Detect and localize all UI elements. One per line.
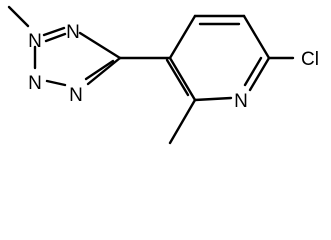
atom-label-n4: N bbox=[69, 85, 83, 106]
chemical-structure: N N N N N Cl bbox=[7, 5, 319, 145]
bond-c5-c6 bbox=[242, 14, 271, 60]
atom-label-n1: N bbox=[66, 22, 80, 43]
atom-label-n2: N bbox=[28, 31, 42, 52]
bond-n-methyl bbox=[7, 5, 30, 28]
bond-n1-c5 bbox=[78, 31, 122, 60]
bond-c2-methyl bbox=[168, 98, 197, 145]
bond-c2-c3 bbox=[168, 56, 197, 102]
bond-n4-n3 bbox=[45, 79, 67, 87]
atom-label-n3: N bbox=[28, 73, 42, 94]
atom-label-cl: Cl bbox=[301, 49, 319, 70]
bond-n-c2 bbox=[193, 96, 233, 102]
bond-c5-n4-double bbox=[84, 59, 115, 81]
bond-n2-n1 bbox=[42, 26, 66, 37]
bond-c2-c3-double bbox=[165, 58, 190, 97]
bond-n1-n1-double bbox=[44, 32, 67, 43]
bond-c6-n-double bbox=[243, 56, 263, 87]
bond-c5-n4 bbox=[86, 56, 122, 86]
bond-c6-n bbox=[248, 56, 271, 92]
bond-c3-c4 bbox=[168, 14, 197, 60]
atom-label-pyridine-n: N bbox=[234, 91, 248, 112]
